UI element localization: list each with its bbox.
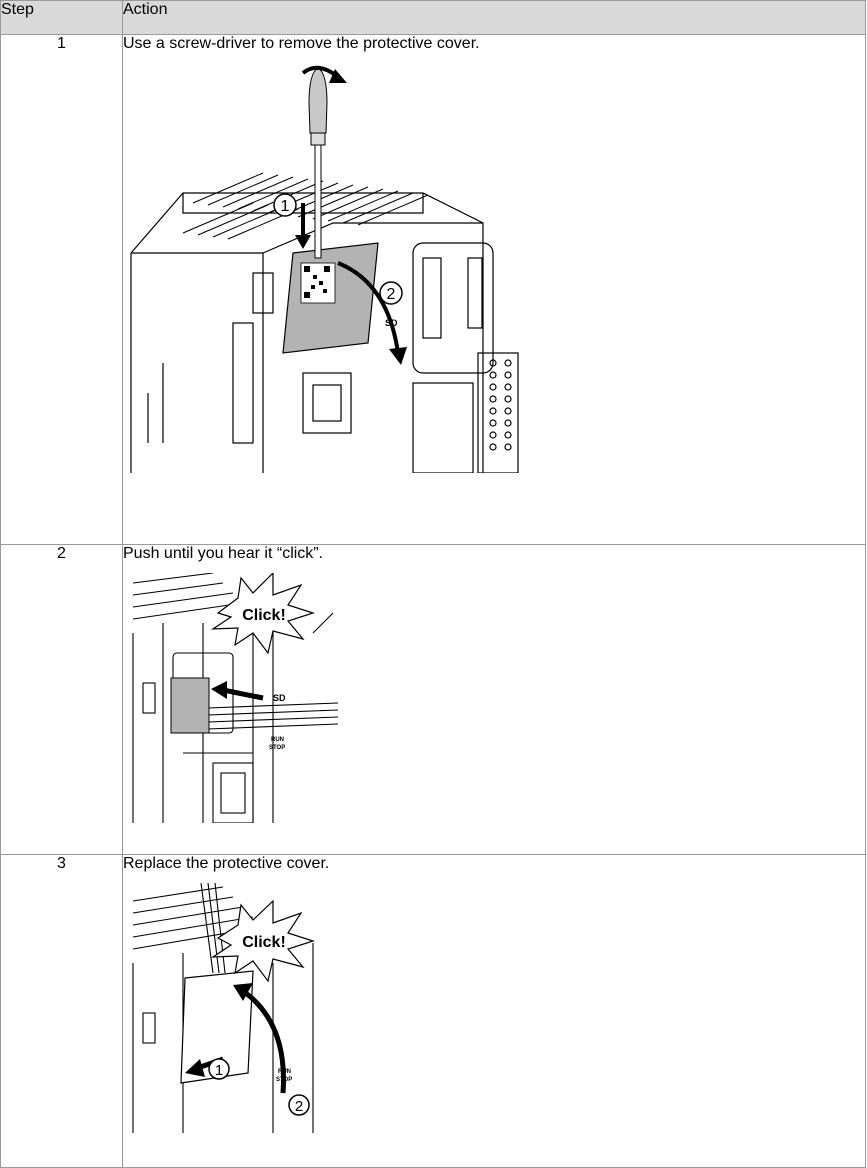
replace-cover-illustration: Click! 1 2 RUN STOP xyxy=(123,883,343,1133)
remove-cover-illustration: 1 2 SD xyxy=(123,63,523,473)
table-row: 3 Replace the protective cover. xyxy=(1,855,866,1168)
sd-label: SD xyxy=(385,318,398,328)
insert-card-illustration: Click! SD RUN STOP xyxy=(123,573,343,823)
click-label: Click! xyxy=(242,934,286,951)
stop-label: STOP xyxy=(269,745,285,751)
step-action-text: Replace the protective cover. xyxy=(123,855,865,873)
run-label: RUN xyxy=(278,1069,291,1075)
header-step: Step xyxy=(1,1,123,35)
header-action: Action xyxy=(123,1,866,35)
step-number: 1 xyxy=(1,35,123,545)
callout-1: 1 xyxy=(281,198,290,215)
table-row: 1 Use a screw-driver to remove the prote… xyxy=(1,35,866,545)
sd-label: SD xyxy=(273,693,286,703)
table-row: 2 Push until you hear it “click”. xyxy=(1,545,866,855)
step-action-text: Use a screw-driver to remove the protect… xyxy=(123,35,865,53)
callout-1: 1 xyxy=(215,1062,223,1079)
step-number: 2 xyxy=(1,545,123,855)
stop-label: STOP xyxy=(276,1077,292,1083)
callout-2: 2 xyxy=(387,286,396,303)
step-number: 3 xyxy=(1,855,123,1168)
run-label: RUN xyxy=(271,737,284,743)
callout-2: 2 xyxy=(295,1098,303,1115)
step-action-text: Push until you hear it “click”. xyxy=(123,545,865,563)
click-label: Click! xyxy=(242,607,286,624)
